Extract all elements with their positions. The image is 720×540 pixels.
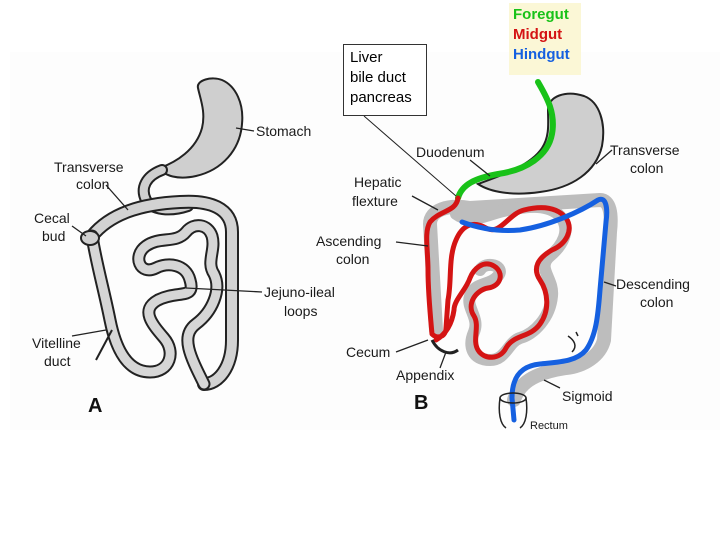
label-b-transverse-2: colon (630, 160, 663, 176)
callout-liver: Liver (350, 49, 383, 66)
label-a-transverse-2: colon (76, 176, 109, 192)
label-vitelline-2: duct (44, 353, 71, 369)
legend-foregut: Foregut (513, 6, 569, 23)
panel-b-rectum (498, 397, 528, 429)
foregut-path (455, 79, 556, 201)
label-jejuno-2: loops (284, 303, 317, 319)
panel-b-labels: Duodenum Hepatic flexture Ascending colo… (316, 142, 690, 432)
label-vitelline-1: Vitelline (32, 335, 81, 351)
callout-bile-duct: bile duct (350, 69, 406, 86)
panel-a-leader-lines (71, 127, 263, 337)
callout-leader-line (363, 115, 457, 197)
label-sigmoid: Sigmoid (562, 388, 613, 404)
panel-a-stomach (158, 77, 244, 179)
label-hepatic-2: flexture (352, 193, 398, 209)
label-appendix: Appendix (396, 367, 454, 383)
callout-pancreas: pancreas (350, 89, 412, 106)
panel-b-letter: B (414, 392, 428, 414)
legend-hindgut: Hindgut (513, 46, 570, 63)
panel-b-stomach (475, 92, 605, 195)
panel-b-appendix (430, 339, 459, 355)
panel-a-labels: Stomach Transverse colon Cecal bud Jejun… (32, 123, 335, 417)
liver-callout-box: Liver bile duct pancreas (343, 44, 427, 116)
label-ascending-2: colon (336, 251, 369, 267)
midgut-path (424, 195, 572, 360)
legend-midgut: Midgut (513, 26, 563, 43)
label-b-transverse-1: Transverse (610, 142, 680, 158)
hindgut-path (459, 196, 610, 423)
label-descending-1: Descending (616, 276, 690, 292)
label-cecum: Cecum (346, 344, 390, 360)
label-duodenum: Duodenum (416, 144, 485, 160)
label-stomach: Stomach (256, 123, 311, 139)
panel-a-vitelline-duct (95, 329, 113, 361)
panel-a-gut-drawing (80, 77, 244, 391)
panel-b-gut-drawing (423, 79, 618, 429)
gut-color-legend: Foregut Midgut Hindgut (509, 3, 581, 75)
panel-a-cecal-bud (80, 230, 100, 246)
label-a-transverse-1: Transverse (54, 159, 124, 175)
panel-a-letter: A (88, 395, 102, 417)
label-descending-2: colon (640, 294, 673, 310)
label-cecal-2: bud (42, 228, 65, 244)
panel-b-mesentery-mark (567, 331, 579, 353)
label-cecal-1: Cecal (34, 210, 70, 226)
label-jejuno-1: Jejuno-ileal (264, 284, 335, 300)
label-ascending-1: Ascending (316, 233, 381, 249)
label-rectum: Rectum (530, 420, 568, 432)
label-hepatic-1: Hepatic (354, 174, 401, 190)
panel-b-leader-lines (395, 149, 617, 389)
